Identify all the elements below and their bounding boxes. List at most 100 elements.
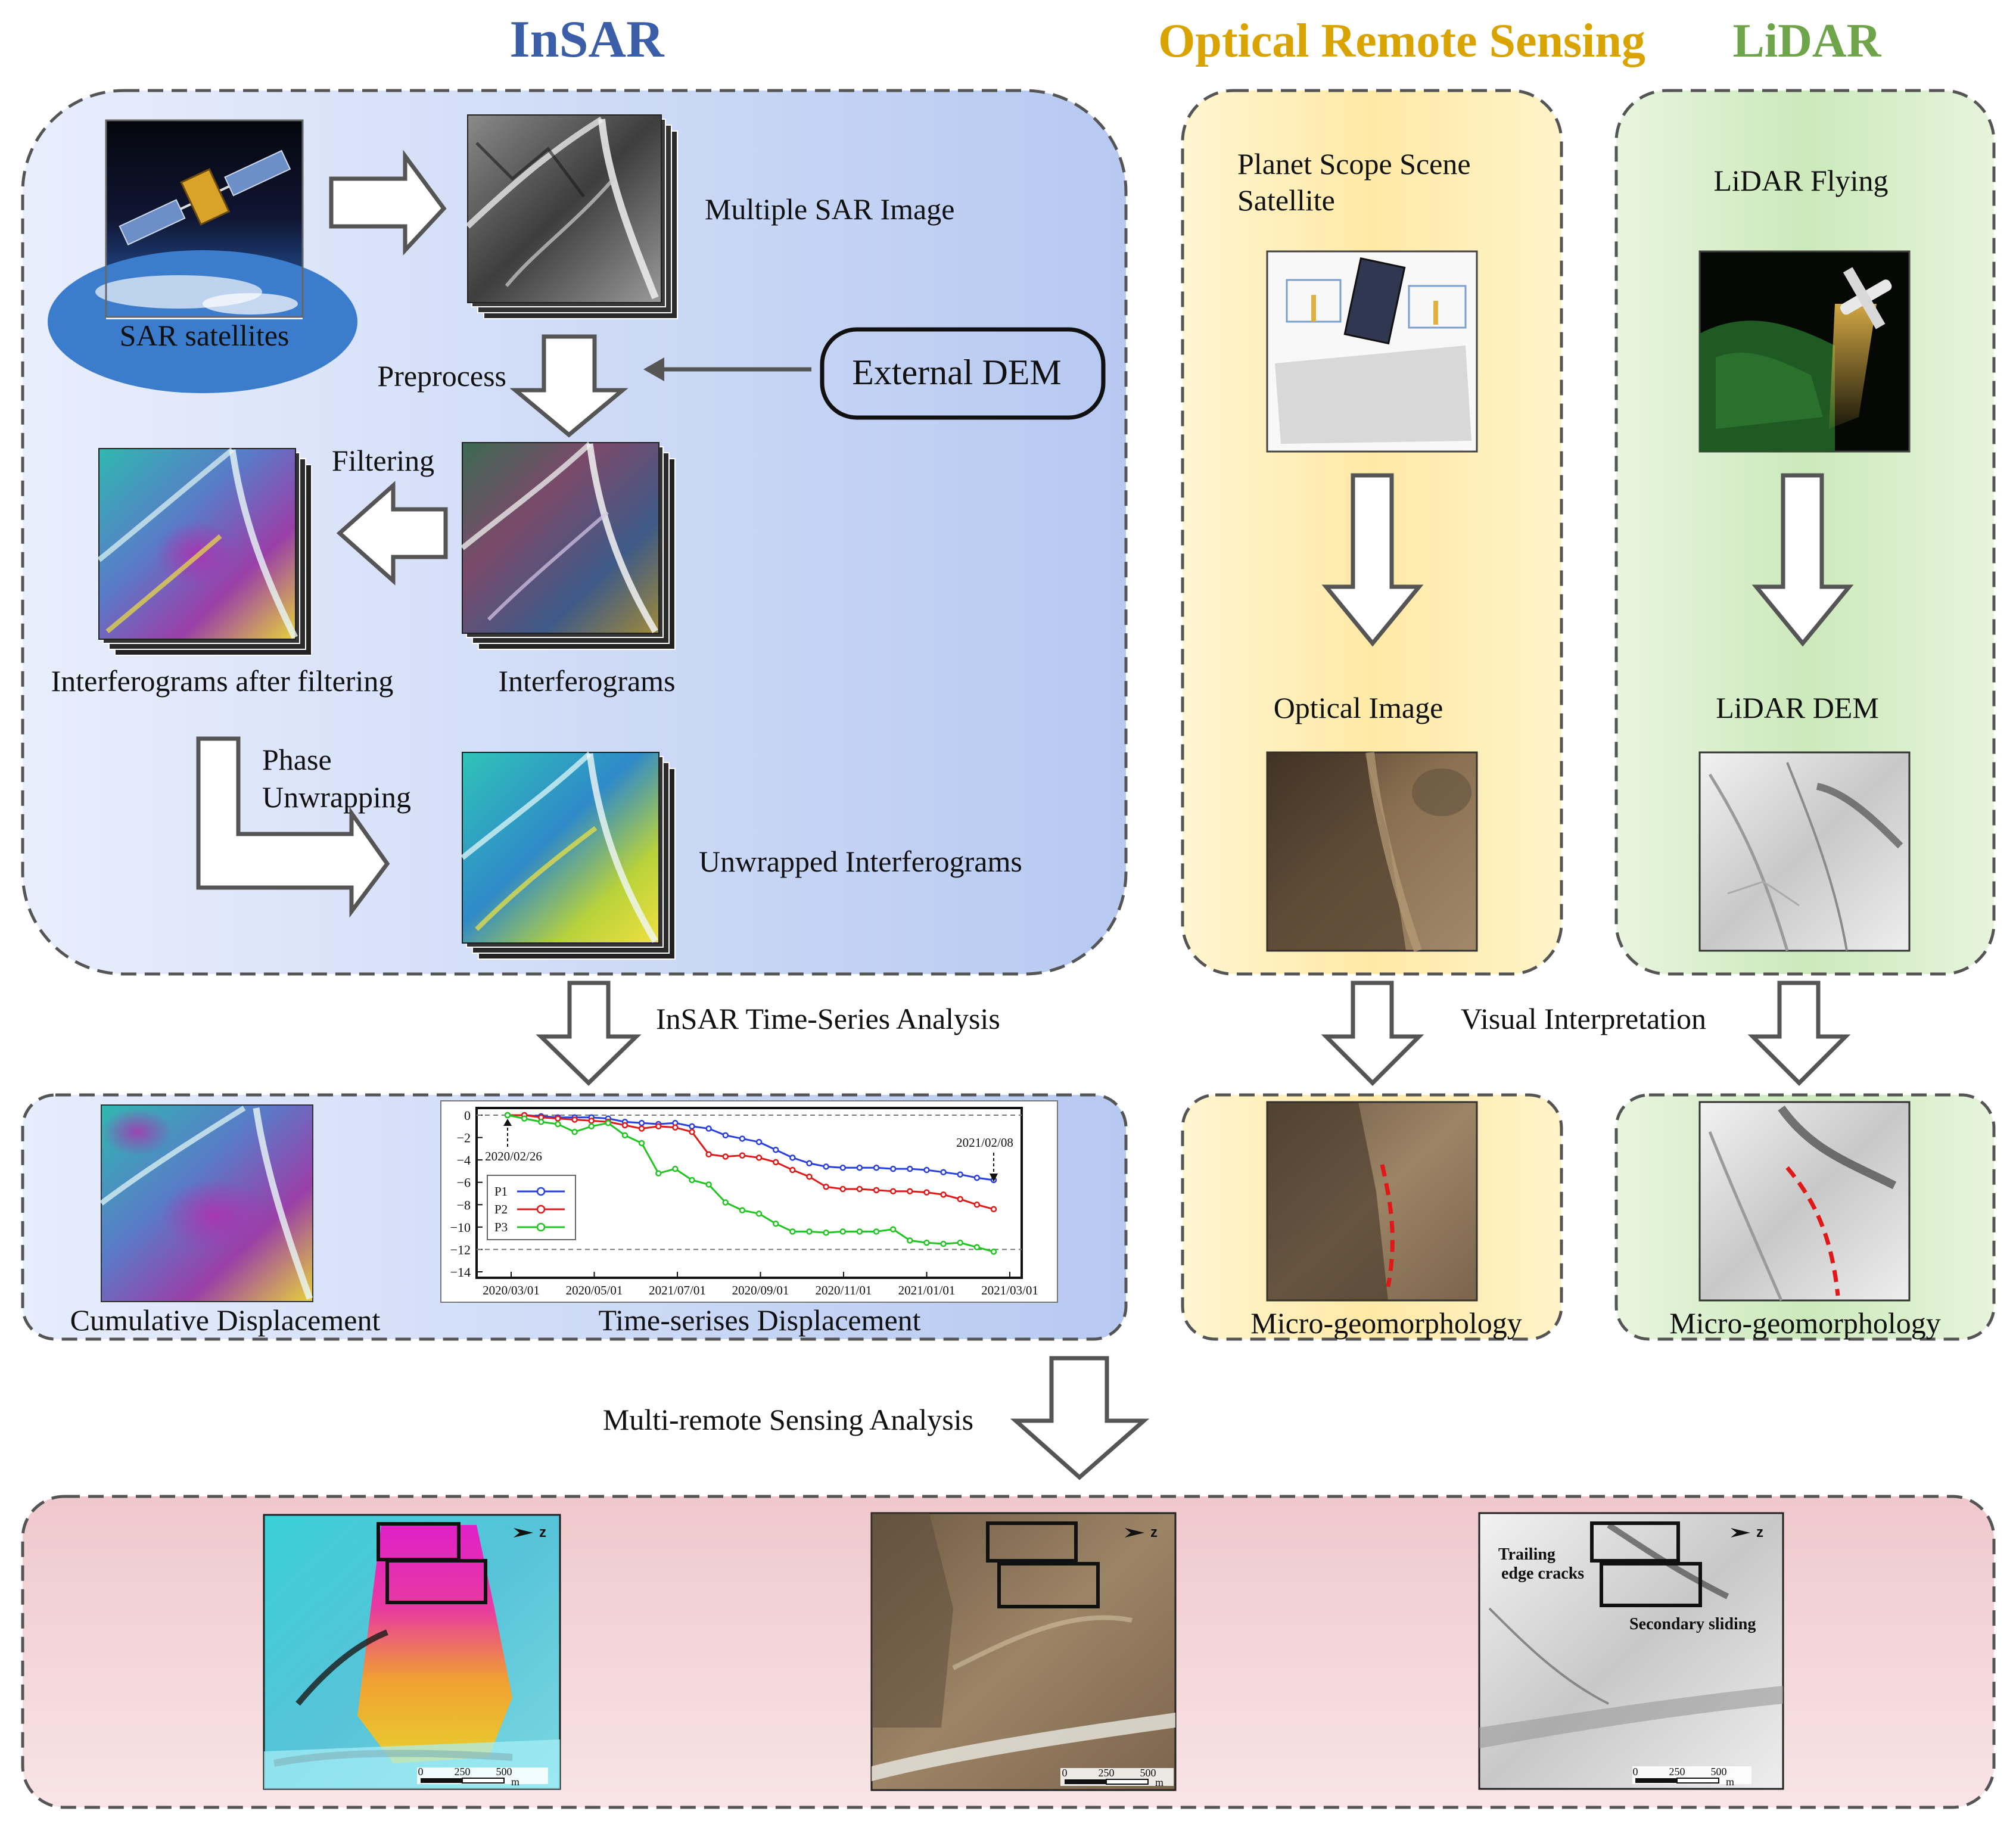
y-tick-label: −2 xyxy=(457,1131,471,1146)
data-point-p1 xyxy=(823,1163,829,1170)
multiple-sar-image xyxy=(465,114,678,319)
data-point-p3 xyxy=(772,1220,779,1227)
annotation-start: 2020/02/26 xyxy=(485,1149,542,1163)
highlight-box xyxy=(385,1559,487,1604)
displacement-map: z 0 250 500 m xyxy=(263,1514,561,1790)
arrow-down-icon xyxy=(1747,981,1851,1086)
data-point-p2 xyxy=(923,1189,930,1196)
data-point-p2 xyxy=(907,1188,913,1194)
arrow-bend-icon xyxy=(196,736,390,918)
multi-remote-label: Multi-remote Sensing Analysis xyxy=(603,1403,973,1436)
data-point-p3 xyxy=(538,1119,545,1125)
sar-satellite-image xyxy=(48,119,357,393)
data-point-p3 xyxy=(655,1170,662,1177)
arrow-left-head-icon xyxy=(643,357,664,381)
lidar-bottom-map: Trailing edge cracks Secondary sliding z… xyxy=(1478,1512,1784,1790)
y-tick-label: −4 xyxy=(457,1153,471,1168)
y-tick-label: −12 xyxy=(450,1242,471,1257)
trailing-label-2: edge cracks xyxy=(1501,1564,1584,1583)
scale-0: 0 xyxy=(1633,1766,1638,1778)
unwrapping-label: Unwrapping xyxy=(262,780,411,814)
x-tick-label: 2020/05/01 xyxy=(566,1283,623,1297)
x-tick-label: 2021/01/01 xyxy=(898,1283,956,1297)
north-arrow-icon xyxy=(1731,1528,1750,1538)
annotation-end: 2021/02/08 xyxy=(956,1135,1013,1150)
data-point-p2 xyxy=(588,1118,595,1124)
sar-satellites-label: SAR satellites xyxy=(120,319,290,352)
filtered-label: Interferograms after filtering xyxy=(51,664,394,698)
lidar-dem-image xyxy=(1698,751,1911,952)
legend-label-p3: P3 xyxy=(494,1220,508,1234)
highlight-box xyxy=(997,1562,1100,1608)
scale-500: 500 xyxy=(496,1766,512,1778)
y-tick-label: −10 xyxy=(450,1220,471,1235)
arrow-right-icon xyxy=(329,150,447,256)
data-point-p3 xyxy=(739,1207,746,1213)
planet-label-2: Satellite xyxy=(1237,183,1335,217)
scale-250: 250 xyxy=(1099,1767,1115,1779)
time-series-label: Time-serises Displacement xyxy=(598,1303,920,1337)
preprocess-label: Preprocess xyxy=(377,359,506,393)
data-point-p1 xyxy=(638,1119,645,1126)
data-point-p1 xyxy=(722,1132,729,1139)
cumulative-displacement-image xyxy=(99,1104,313,1302)
data-point-p2 xyxy=(571,1116,578,1123)
external-dem-label: External DEM xyxy=(852,353,1062,392)
secondary-sliding-label: Secondary sliding xyxy=(1629,1615,1756,1633)
interferograms-image xyxy=(461,441,676,650)
arrow-left-icon xyxy=(336,481,448,586)
x-tick-label: 2020/03/01 xyxy=(483,1283,540,1297)
data-point-p1 xyxy=(806,1160,813,1167)
data-point-p2 xyxy=(555,1115,561,1122)
lidar-flying-label: LiDAR Flying xyxy=(1713,164,1888,197)
data-point-p3 xyxy=(889,1226,897,1233)
data-point-p2 xyxy=(705,1151,712,1157)
data-point-p3 xyxy=(571,1128,578,1135)
data-point-p3 xyxy=(521,1115,528,1122)
data-point-p3 xyxy=(689,1177,695,1184)
y-tick-label: −8 xyxy=(457,1197,471,1212)
legend-marker-p3 xyxy=(536,1222,546,1232)
data-point-p3 xyxy=(638,1140,645,1147)
scale-unit: m xyxy=(511,1776,519,1788)
x-tick-label: 2020/09/01 xyxy=(732,1283,789,1297)
data-point-p2 xyxy=(755,1154,763,1161)
time-series-analysis-label: InSAR Time-Series Analysis xyxy=(656,1002,1000,1035)
data-point-p1 xyxy=(789,1154,796,1161)
annotation-arrow-icon xyxy=(990,1174,998,1182)
data-point-p2 xyxy=(856,1185,863,1193)
scale-bar xyxy=(1676,1778,1719,1784)
legend-marker-p2 xyxy=(536,1205,546,1214)
crack-line xyxy=(1785,1166,1840,1296)
data-point-p3 xyxy=(990,1248,997,1255)
interferograms-label: Interferograms xyxy=(498,664,675,698)
optical-bottom-map: z 0 250 500 m xyxy=(870,1512,1177,1791)
data-point-p3 xyxy=(504,1112,511,1119)
north-arrow-icon xyxy=(1125,1528,1144,1538)
annotation-arrow-icon xyxy=(503,1119,512,1126)
north-arrow-icon xyxy=(514,1528,533,1538)
data-point-p1 xyxy=(940,1169,947,1176)
data-point-p1 xyxy=(755,1138,763,1146)
data-point-p2 xyxy=(973,1202,981,1208)
data-point-p3 xyxy=(789,1228,796,1235)
north-label: z xyxy=(1150,1524,1158,1540)
y-tick-label: 0 xyxy=(464,1108,471,1123)
arrow-down-icon xyxy=(1010,1356,1150,1480)
data-point-p1 xyxy=(705,1125,712,1132)
data-point-p3 xyxy=(839,1228,847,1235)
data-point-p2 xyxy=(655,1123,662,1130)
data-point-p3 xyxy=(672,1165,679,1172)
multiple-sar-label: Multiple SAR Image xyxy=(705,192,954,226)
optical-micro-image xyxy=(1266,1101,1478,1302)
data-point-p3 xyxy=(923,1239,930,1246)
lidar-micro-image xyxy=(1698,1101,1911,1302)
data-point-p2 xyxy=(739,1152,746,1159)
external-dem-box xyxy=(820,327,1106,420)
optical-image-label: Optical Image xyxy=(1274,691,1443,724)
scale-unit: m xyxy=(1726,1776,1734,1788)
north-label: z xyxy=(539,1524,546,1540)
data-point-p3 xyxy=(957,1239,963,1246)
scale-bar xyxy=(462,1778,505,1784)
